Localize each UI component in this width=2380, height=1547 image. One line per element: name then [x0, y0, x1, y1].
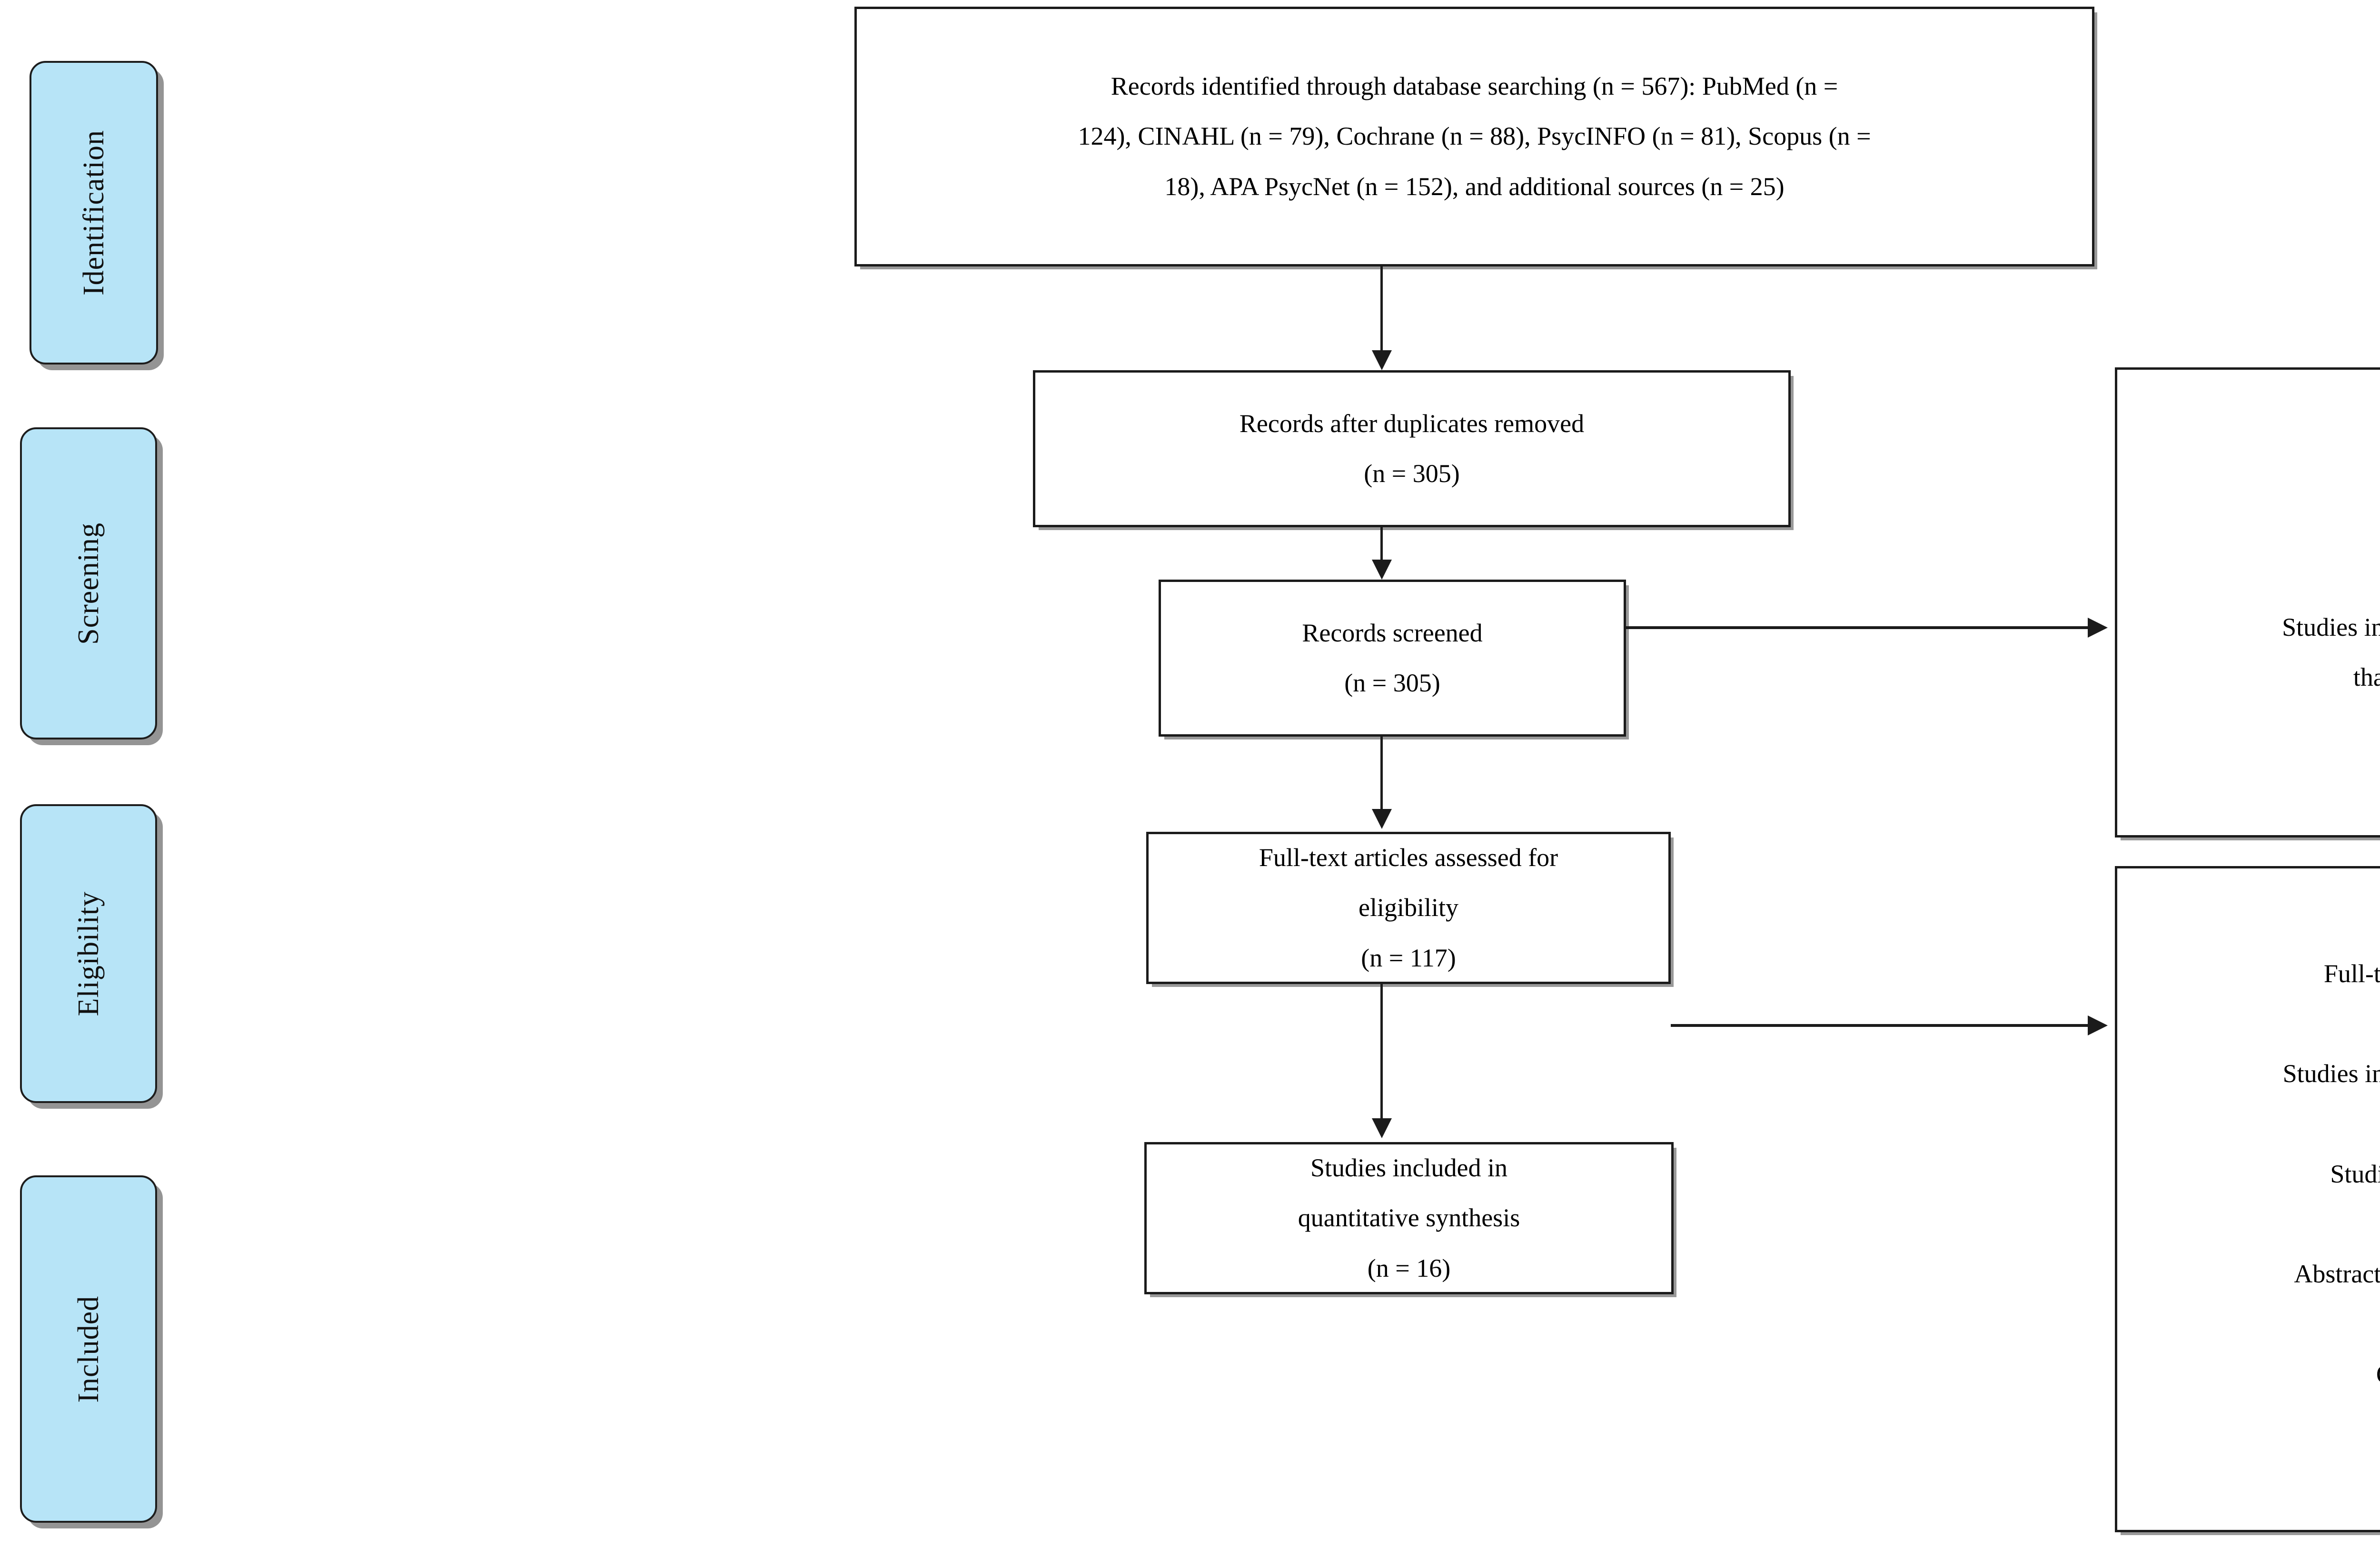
box-records-excluded-line-4: Studies involving healthcare professiona… [2282, 613, 2380, 641]
stage-label-eligibility-text: Eligibility [72, 891, 105, 1016]
connector-fulltext-to-included [1380, 984, 1383, 1122]
box-records-after-duplicates-line-2: (n = 305) [1364, 459, 1460, 488]
box-studies-included-line-3: (n = 16) [1367, 1253, 1451, 1282]
box-studies-included: Studies included in quantitative synthes… [1144, 1142, 1674, 1294]
stage-label-screening-text: Screening [72, 522, 105, 645]
box-records-identified-line-2: 124), CINAHL (n = 79), Cochrane (n = 88)… [1078, 122, 1871, 151]
stage-label-included: Included [20, 1175, 157, 1523]
arrowhead-screened-to-fulltext [1372, 809, 1392, 829]
box-studies-included-line-1: Studies included in [1310, 1153, 1507, 1182]
stage-label-screening: Screening [20, 427, 157, 739]
arrowhead-fulltext-to-excluded [2088, 1015, 2108, 1035]
box-records-after-duplicates: Records after duplicates removed (n = 30… [1033, 370, 1791, 527]
connector-screened-to-excluded [1626, 626, 2088, 629]
box-records-identified-line-3: 18), APA PsycNet (n = 152), and addition… [1164, 172, 1785, 201]
box-fulltext-assessed-line-2: eligibility [1359, 893, 1458, 922]
box-records-identified-line-1: Records identified through database sear… [1111, 72, 1838, 101]
stage-label-eligibility: Eligibility [20, 804, 157, 1103]
box-records-identified: Records identified through database sear… [854, 7, 2094, 266]
box-records-excluded: Records excluded (n = 188) Irrelevant to… [2115, 367, 2380, 838]
box-fulltext-assessed-line-3: (n = 117) [1361, 943, 1456, 972]
arrowhead-identified-to-duplicates [1372, 350, 1392, 370]
box-fulltext-excluded-line-1: Full-text articles excluded, with reason… [2323, 959, 2380, 988]
stage-label-identification: Identification [30, 61, 158, 365]
box-fulltext-excluded-line-3: Studies involved mental health nurses an… [2282, 1059, 2380, 1088]
box-records-after-duplicates-line-1: Records after duplicates removed [1239, 409, 1585, 438]
box-fulltext-assessed: Full-text articles assessed for eligibil… [1146, 832, 1671, 984]
connector-duplicates-to-screened [1380, 527, 1383, 563]
box-fulltext-excluded-line-5: Studies not focused specifically on job [2330, 1159, 2380, 1188]
connector-identified-to-duplicates [1380, 266, 1383, 354]
connector-fulltext-to-excluded [1671, 1024, 2088, 1027]
box-fulltext-excluded-line-9: Outdated publication (n = 13) [2376, 1350, 2380, 1399]
connector-screened-to-fulltext [1380, 737, 1383, 813]
stage-label-included-text: Included [72, 1295, 105, 1403]
arrowhead-duplicates-to-screened [1372, 560, 1392, 580]
box-fulltext-excluded-line-7: Abstract in English, but full text in a … [2294, 1260, 2380, 1289]
box-records-screened-line-2: (n = 305) [1344, 669, 1440, 697]
box-fulltext-assessed-line-1: Full-text articles assessed for [1259, 843, 1558, 872]
box-fulltext-excluded: Full-text articles excluded, with reason… [2115, 866, 2380, 1532]
arrowhead-fulltext-to-included [1372, 1118, 1392, 1138]
arrowhead-screened-to-excluded [2088, 618, 2108, 638]
box-records-screened: Records screened (n = 305) [1159, 580, 1626, 737]
box-records-excluded-line-5: than mental health nurses (n = 63) [2353, 663, 2380, 692]
box-records-screened-line-1: Records screened [1302, 618, 1483, 647]
stage-label-identification-text: Identification [77, 130, 110, 296]
box-studies-included-line-2: quantitative synthesis [1298, 1203, 1520, 1232]
